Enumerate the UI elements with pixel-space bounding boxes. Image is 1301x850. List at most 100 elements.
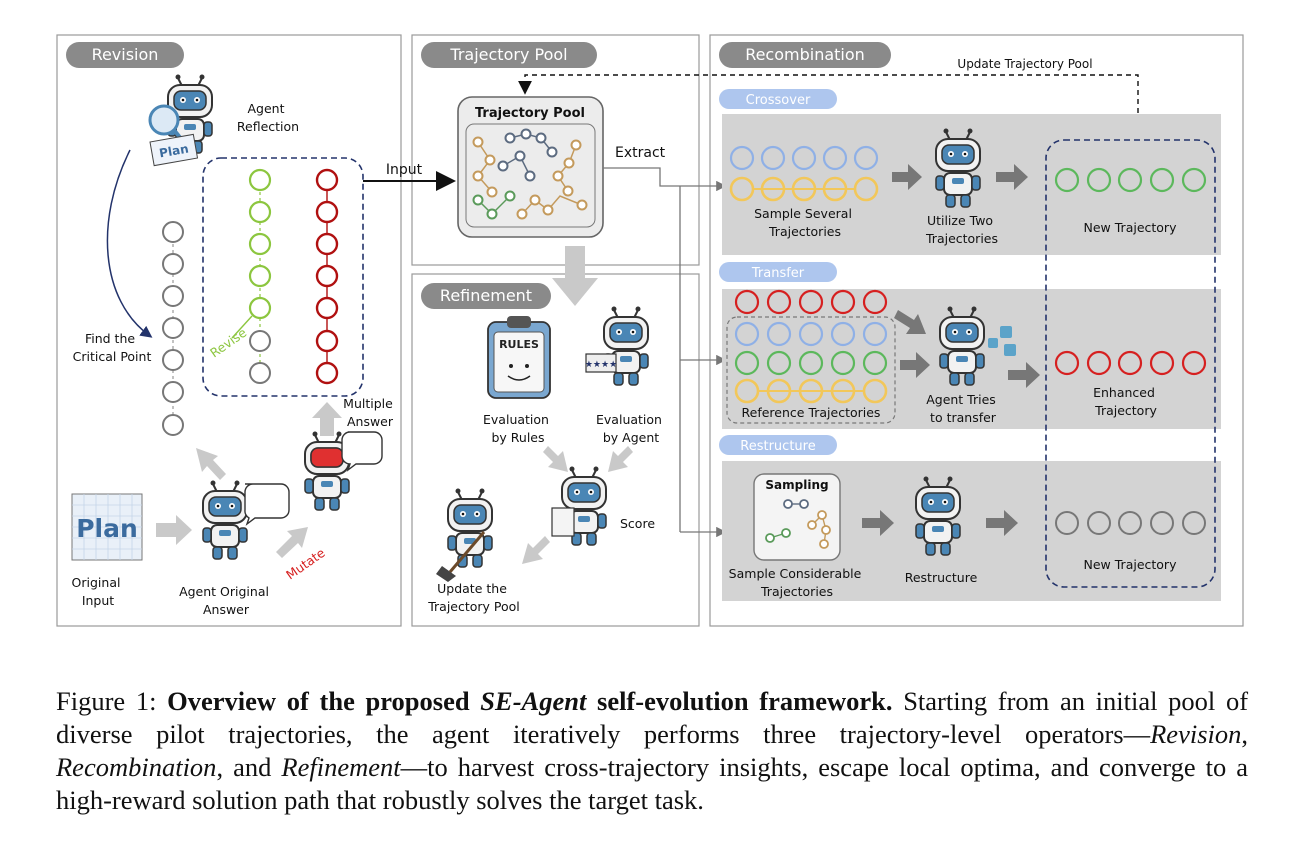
enhanced-label: Enhanced Trajectory [1093, 385, 1159, 418]
update-pool-robot-icon [436, 487, 493, 582]
framework-figure: Revision Trajectory Pool Refinement Reco… [56, 34, 1244, 627]
transfer-blue-nodes [734, 321, 888, 347]
caption-bold-a: Overview of the proposed [167, 686, 470, 716]
revision-candidates-box [202, 157, 364, 397]
figure-caption: Figure 1: Overview of the proposed SE-Ag… [56, 685, 1248, 817]
plan-to-agent-arrow [156, 515, 192, 545]
rules-to-score-arrow [543, 446, 568, 472]
restructure-tag [719, 435, 837, 455]
eval-agent-label: Evaluation by Agent [596, 412, 666, 445]
recombination-title-pill [719, 42, 891, 68]
robot-speech-bubble [341, 431, 383, 472]
sampling-card [753, 473, 841, 561]
pool-trajectories [472, 128, 588, 220]
eval-rules-label: Evaluation by Rules [483, 412, 553, 445]
score-label: Score [620, 516, 655, 531]
trajectory-pool-title-pill [421, 42, 597, 68]
reference-label: Reference Trajectories [742, 405, 881, 420]
caption-text-2: —to harvest cross-trajectory insights, e… [56, 752, 1249, 815]
crossover-tag [719, 89, 837, 109]
recombination-title: Recombination [745, 45, 865, 64]
caption-bold-italic: SE-Agent [480, 686, 587, 716]
caption-sep-2: , and [216, 752, 282, 782]
caption-op-3: Refinement [281, 752, 401, 782]
sample-considerable-label: Sample Considerable Trajectories [729, 566, 866, 599]
mutate-arrow [276, 527, 308, 558]
score-to-update-arrow [522, 536, 550, 564]
transfer-arrow-red [894, 310, 926, 334]
refinement-title-pill [421, 283, 551, 309]
sampling-trajectories [765, 499, 831, 549]
crossover-tag-label: Crossover [746, 93, 811, 108]
original-input-label: Original Input [72, 575, 125, 608]
transfer-green-nodes [734, 350, 888, 376]
refinement-panel [411, 273, 700, 627]
transfer-yellow-nodes [734, 378, 888, 404]
restructure-arrow-1 [862, 510, 894, 536]
caption-sep-1: , [1241, 719, 1248, 749]
find-critical-point-label: Find the Critical Point [73, 331, 152, 364]
update-pool-label: Update the Trajectory Pool [427, 581, 520, 614]
multiple-answer-label: Multiple Answer [343, 396, 397, 429]
extract-connectors [603, 167, 727, 538]
caption-op-1: Revision [1150, 719, 1242, 749]
plan-paper-small-icon: Plan [149, 133, 199, 167]
agent-to-critical-arrow [196, 448, 226, 480]
revised-trajectory-nodes [248, 168, 272, 384]
reflection-robot-icon [148, 73, 213, 154]
plan-small-label: Plan [158, 142, 190, 161]
reference-box [726, 316, 896, 424]
agent-original-answer-label: Agent Original Answer [179, 584, 273, 617]
agent-to-score-arrow [608, 446, 633, 472]
rules-clipboard-icon: RULES [487, 316, 551, 399]
restructure-new-nodes [1055, 511, 1206, 535]
crossover-new-label: New Trajectory [1084, 220, 1178, 235]
utilize-two-label: Utilize Two Trajectories [925, 213, 998, 246]
restructure-label: Restructure [905, 570, 978, 585]
original-trajectory-nodes [162, 221, 184, 436]
sampling-label: Sampling [765, 478, 828, 492]
trajectory-pool-title: Trajectory Pool [449, 45, 567, 64]
revision-title: Revision [92, 45, 159, 64]
enhanced-nodes [1054, 350, 1207, 376]
eval-agent-robot-icon: ★★★★ [585, 305, 649, 386]
crossover-arrow-2 [996, 164, 1028, 190]
reflection-to-critical-arrow [106, 149, 153, 338]
svg-text:★★★★: ★★★★ [585, 360, 617, 370]
score-robot-icon [551, 465, 607, 546]
sample-several-label: Sample Several Trajectories [754, 206, 856, 239]
caption-bold-b: self-evolution framework. [597, 686, 893, 716]
update-pool-dashed-line [518, 74, 1139, 140]
agent-reflection-label: Agent Reflection [237, 101, 299, 134]
extract-label: Extract [615, 145, 666, 161]
revision-title-pill [66, 42, 184, 68]
restructure-new-label: New Trajectory [1084, 557, 1178, 572]
update-pool-dashed-label: Update Trajectory Pool [957, 57, 1092, 71]
transfer-tag [719, 262, 837, 282]
multiple-answer-nodes [315, 168, 339, 385]
revise-arrow [231, 315, 253, 339]
transfer-arrow-ref [900, 352, 930, 378]
refinement-title: Refinement [440, 286, 532, 305]
plan-big-icon: Plan [71, 493, 143, 561]
up-arrow-multiple [312, 402, 342, 436]
puzzle-icon [988, 326, 1016, 356]
caption-label: Figure 1: [56, 686, 157, 716]
transfer-red-nodes [734, 289, 888, 315]
pool-card-title: Trajectory Pool [475, 106, 585, 121]
crossover-new-nodes [1054, 167, 1207, 193]
restructure-arrow-2 [986, 510, 1018, 536]
crossover-arrow-1 [892, 164, 922, 190]
crossover-yellow-nodes [729, 176, 879, 202]
rules-board-label: RULES [499, 338, 539, 351]
transfer-tag-label: Transfer [751, 266, 805, 281]
plan-big-label: Plan [76, 514, 138, 543]
caption-text-1: Starting from an initial pool of diverse… [56, 686, 1249, 749]
transfer-arrow-out [1008, 362, 1040, 388]
caption-op-2: Recombination [56, 752, 217, 782]
crossover-blue-nodes [729, 145, 879, 171]
restructure-tag-label: Restructure [740, 439, 815, 454]
pool-to-refinement-arrow [552, 246, 598, 306]
agent-tries-label: Agent Tries to transfer [926, 392, 1000, 425]
original-speech-bubble [244, 483, 290, 526]
